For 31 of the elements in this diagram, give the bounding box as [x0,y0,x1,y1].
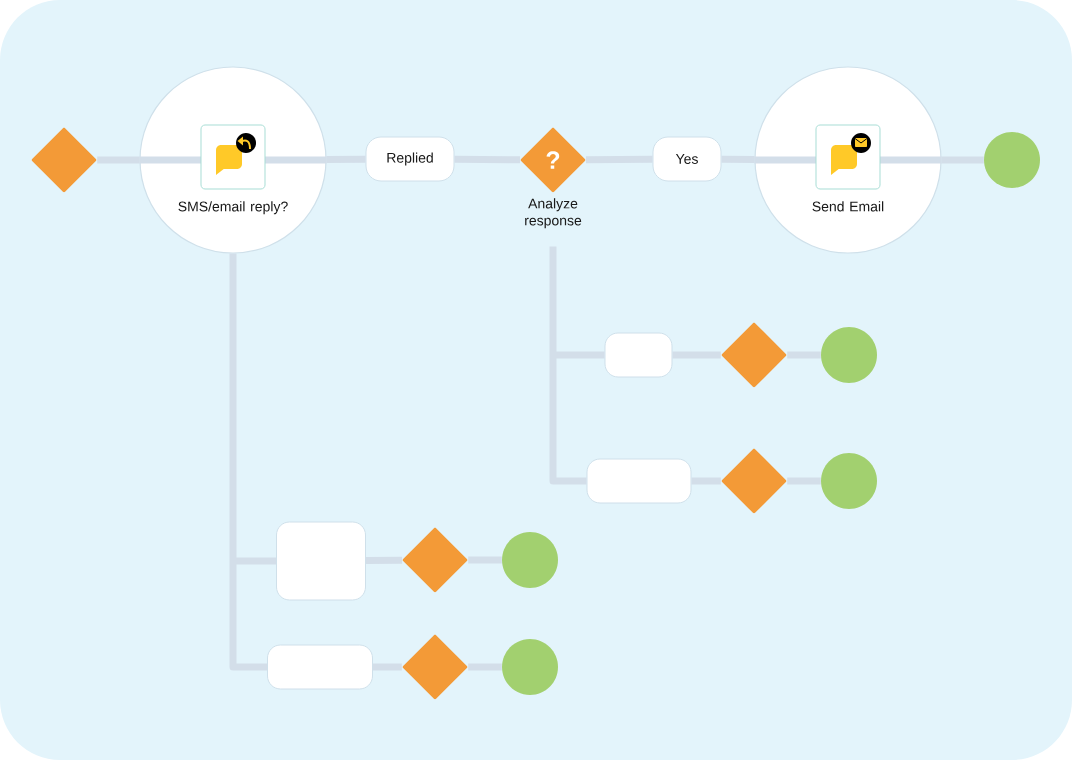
connector-line [787,351,821,359]
end-circle [502,639,558,695]
connector-line [326,155,366,163]
end-circle [821,327,877,383]
connector-line [454,155,521,164]
diamond-shape [402,634,468,700]
connector-line [585,155,653,164]
connector-line [691,477,721,485]
diamond-shape [31,127,97,193]
connector-line [468,556,502,564]
end-circle [984,132,1040,188]
end-circle [821,453,877,509]
node-label: Analyze response [525,198,582,229]
condition-pill: Yes [652,136,722,182]
diamond-shape [402,527,468,593]
connector-line [365,556,403,565]
connector-line [672,351,721,359]
end-circle [502,532,558,588]
connector-line [941,156,984,164]
condition-pill: Replied [365,136,455,182]
connector-line [787,477,821,485]
diamond-shape [721,448,787,514]
empty-box [586,458,692,504]
empty-box [267,644,373,690]
diamond-shape [721,322,787,388]
connector-line [373,663,402,671]
connector-line [721,155,755,163]
connector-line [97,156,140,164]
connector-line [468,663,502,671]
empty-box [276,521,366,601]
empty-box [604,332,673,378]
